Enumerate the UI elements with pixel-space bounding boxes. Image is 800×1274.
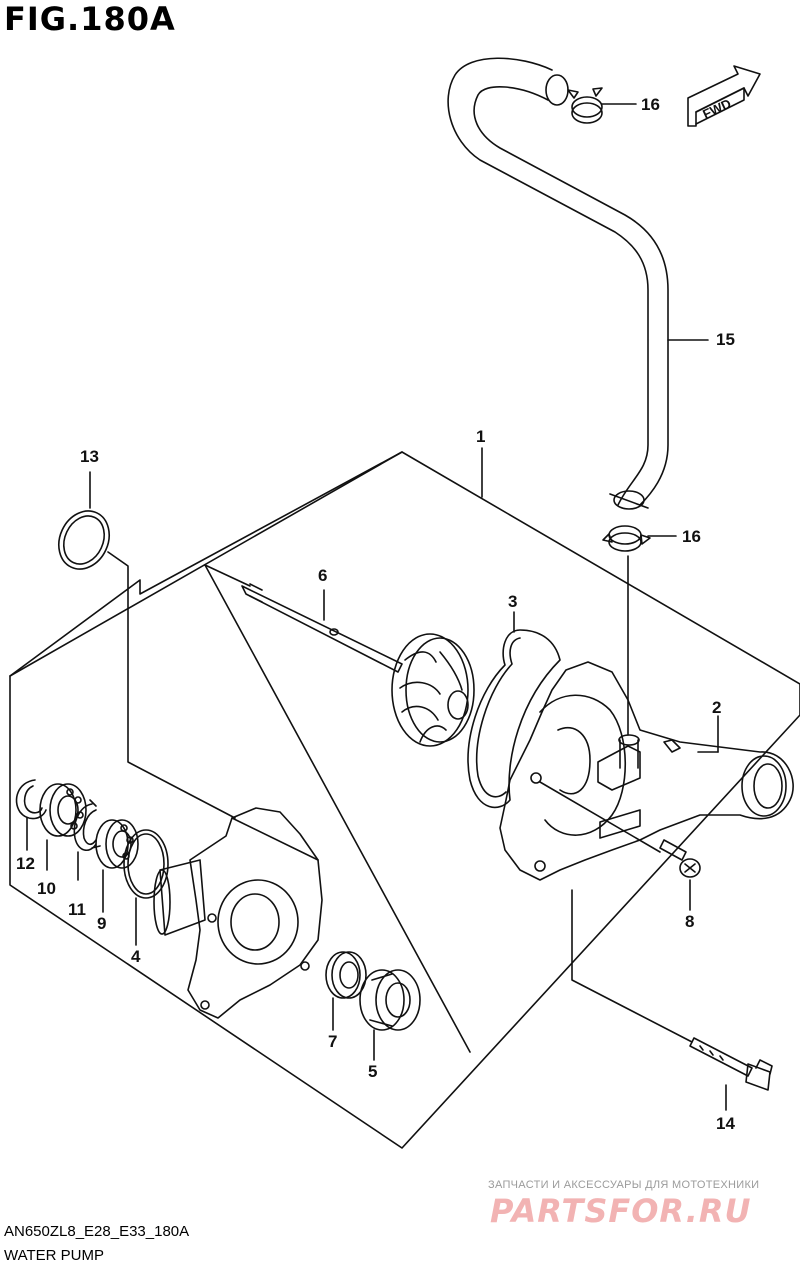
- callout-8: 8: [685, 912, 695, 931]
- pump-case-2: [499, 661, 794, 881]
- callout-16-top: 16: [641, 95, 660, 114]
- bolt-14: [689, 1037, 773, 1091]
- o-ring-4: [123, 829, 169, 899]
- pump-cover: [153, 807, 323, 1019]
- callout-5: 5: [368, 1062, 378, 1081]
- leader-13: [107, 551, 236, 819]
- callout-16-bottom: 16: [682, 527, 701, 546]
- callout-1: 1: [476, 427, 486, 446]
- model-code: AN650ZL8_E28_E33_180A: [4, 1223, 190, 1240]
- assembly-outline-top-left: [9, 451, 403, 677]
- callout-7: 7: [328, 1032, 338, 1051]
- cover-edge: [231, 817, 319, 861]
- watermark-caption: ЗАПЧАСТИ И АКСЕССУАРЫ ДЛЯ МОТОТЕХНИКИ: [488, 1179, 760, 1191]
- figure-title: FIG.180A: [4, 0, 176, 38]
- o-ring-13: [58, 510, 110, 570]
- impeller: [391, 633, 475, 747]
- screw-8: [659, 839, 701, 878]
- fwd-arrow-icon: [687, 65, 761, 127]
- callout-13: 13: [80, 447, 99, 466]
- clamp-16-bottom: [602, 525, 651, 552]
- callout-10: 10: [37, 879, 56, 898]
- callout-6: 6: [318, 566, 328, 585]
- callout-14: 14: [716, 1114, 735, 1133]
- watermark-brand: PARTSFOR.RU: [490, 1192, 752, 1230]
- callout-15: 15: [716, 330, 735, 349]
- mechanical-seal-5: [359, 969, 421, 1031]
- leader-bolt-14: [571, 889, 693, 1043]
- clamp-16-top: [567, 87, 603, 124]
- leader-screw-8: [539, 781, 661, 853]
- figure-name: WATER PUMP: [4, 1247, 104, 1264]
- callout-2: 2: [712, 698, 722, 717]
- callout-4: 4: [131, 947, 141, 966]
- fwd-label: FWD: [700, 96, 733, 122]
- callout-11: 11: [68, 900, 86, 919]
- bearing-10: [39, 783, 87, 837]
- bearing-9: [95, 819, 139, 869]
- o-ring-3: [467, 629, 561, 809]
- callout-12: 12: [16, 854, 35, 873]
- circlip-11: [73, 803, 97, 851]
- callout-9: 9: [97, 914, 107, 933]
- callout-3: 3: [508, 592, 518, 611]
- oil-seal-7: [325, 951, 367, 999]
- guide-line-diagonal: [204, 564, 471, 1053]
- guide-line-shaft: [204, 564, 251, 587]
- assembly-outline: [9, 451, 800, 1149]
- shaft-6: [241, 583, 403, 673]
